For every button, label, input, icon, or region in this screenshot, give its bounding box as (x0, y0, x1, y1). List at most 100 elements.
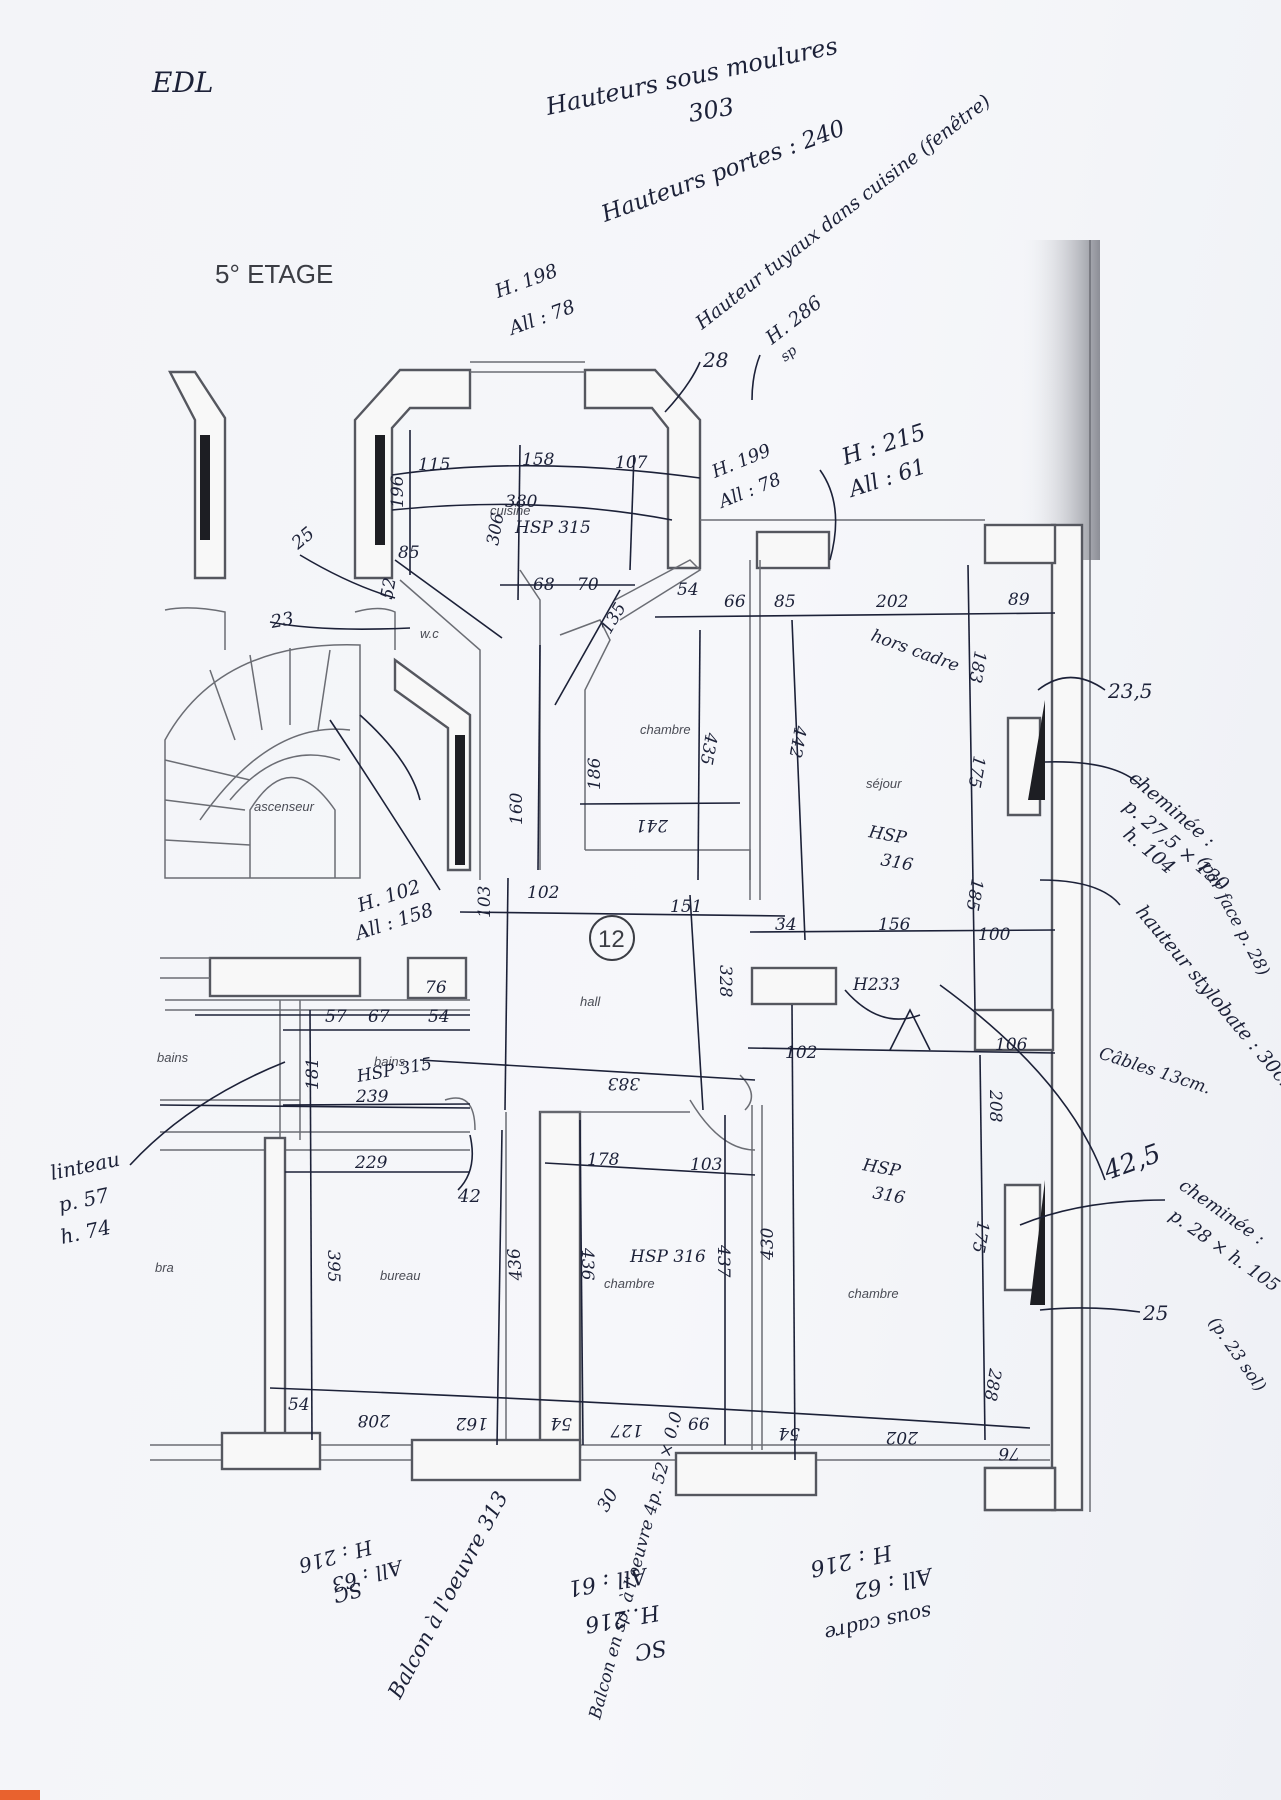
arrow-label-23: 23 (268, 608, 295, 633)
dim-202b: 202 (886, 1427, 919, 1447)
bottom-left-balcony: Balcon à l'oeuvre 313 (383, 1487, 513, 1703)
room-chambre-top: chambre (640, 722, 691, 737)
dim-106: 106 (995, 1035, 1028, 1055)
arrow-label-42: 42 (457, 1186, 481, 1207)
dim-156: 156 (878, 915, 911, 935)
page-shadow (1020, 240, 1100, 560)
room-bains: bains (374, 1054, 406, 1069)
hsp-sejour: HSP (866, 822, 908, 849)
dim-239: 239 (355, 1087, 389, 1107)
hsp-right: HSP (860, 1155, 902, 1182)
room-ascenseur: ascenseur (254, 799, 315, 814)
room-bureau: bureau (380, 1268, 420, 1283)
header-code: EDL (151, 66, 213, 99)
dim-183: 183 (964, 649, 989, 684)
dim-54d: 54 (550, 1413, 572, 1433)
dim-181: 181 (303, 1058, 323, 1090)
dim-208: 208 (985, 1089, 1005, 1123)
arrow-label-28: 28 (702, 348, 728, 372)
arrow-label-25-left: 25 (287, 523, 319, 554)
dim-34: 34 (775, 915, 797, 935)
dim-380: 380 (505, 492, 538, 512)
lintel-title: linteau (48, 1147, 122, 1185)
arrow-label-25: 25 (1142, 1301, 1168, 1325)
dim-76a: 76 (998, 1443, 1020, 1463)
dim-54a: 54 (677, 580, 699, 600)
room-chambre-mid: chambre (604, 1276, 655, 1291)
dim-151: 151 (670, 897, 702, 917)
apartment-number: 12 (598, 926, 625, 953)
fireplace-1-note: (par face p. 28) (1194, 853, 1274, 979)
dim-54e: 54 (778, 1423, 800, 1443)
room-sejour: séjour (866, 776, 902, 791)
fireplace-2-note: (p. 23 sol) (1204, 1313, 1270, 1395)
dim-54b: 54 (428, 1007, 450, 1027)
dim-103b: 103 (690, 1155, 722, 1175)
dim-66a: 66 (724, 592, 746, 612)
room-chambre-right: chambre (848, 1286, 899, 1301)
pipe-height-sp: sp (778, 343, 801, 366)
dim-383: 383 (608, 1073, 640, 1093)
plan-walls (150, 240, 1091, 1512)
room-cuisine: cuisine (490, 503, 530, 518)
dim-102b: 102 (785, 1043, 817, 1063)
dim-66b: 66 (688, 1415, 710, 1435)
lintel-height: h. 74 (58, 1215, 113, 1249)
dim-h233: H233 (852, 975, 900, 995)
bottom-right-note: sous cadre (822, 1600, 934, 1646)
dim-306: 306 (483, 511, 508, 547)
floor-label: 5° ETAGE (215, 259, 333, 289)
dim-175a: 175 (963, 754, 988, 789)
dim-202: 202 (875, 592, 908, 612)
dim-175b: 175 (967, 1219, 992, 1254)
dim-437: 437 (713, 1244, 733, 1278)
dim-288: 288 (979, 1366, 1005, 1403)
hors-cadre: hors cadre (868, 626, 961, 676)
dim-103: 103 (475, 886, 495, 918)
dim-102: 102 (527, 883, 559, 903)
dim-162: 162 (456, 1413, 488, 1433)
annotation-arrows (129, 354, 1166, 1313)
dim-67: 67 (368, 1007, 390, 1027)
dim-160: 160 (507, 792, 527, 825)
dim-208b: 208 (357, 1410, 391, 1430)
room-neighbor-bottom: bra (155, 1260, 174, 1275)
dim-229: 229 (354, 1153, 388, 1173)
dim-178: 178 (587, 1150, 620, 1170)
apartment-badge (589, 915, 635, 961)
dim-52: 52 (377, 576, 400, 601)
dim-185: 185 (961, 877, 986, 912)
dim-395: 395 (323, 1250, 343, 1282)
lintel-depth: p. 57 (56, 1183, 111, 1217)
dim-135: 135 (597, 599, 631, 637)
dim-196: 196 (388, 475, 408, 508)
dim-436b: 436 (577, 1247, 597, 1281)
dim-158: 158 (522, 450, 555, 470)
arrow-label-235: 23,5 (1107, 679, 1153, 703)
bottom-mid-balcony: Balcon en sp. à l'oeuvre 4p. 52 × 0.0 (585, 1409, 687, 1722)
dim-85b: 85 (774, 592, 796, 612)
dim-85a: 85 (398, 543, 420, 563)
dim-57: 57 (325, 1007, 347, 1027)
dim-430: 430 (758, 1227, 778, 1261)
dim-127: 127 (610, 1420, 643, 1440)
dim-76b: 76 (425, 978, 447, 998)
arrow-label-425: 42,5 (1099, 1139, 1165, 1187)
dim-442: 442 (784, 723, 810, 759)
dimension-lines (159, 430, 1056, 1461)
ceiling-height-value: 303 (686, 92, 736, 128)
dim-107: 107 (615, 453, 648, 473)
dim-328: 328 (715, 965, 735, 998)
arrow-label-30: 30 (593, 1485, 623, 1515)
hsp-right-val: 316 (871, 1183, 907, 1208)
dim-115: 115 (418, 455, 450, 475)
dim-186: 186 (585, 757, 605, 790)
kitchen-window-h: H. 198 (491, 260, 560, 303)
corner-strip (0, 1790, 40, 1800)
dim-436: 436 (504, 1247, 527, 1282)
cables-note: Câbles 13cm. (1096, 1044, 1213, 1099)
door-height-note: Hauteurs portes : 240 (597, 115, 848, 228)
hsp-sejour-val: 316 (879, 850, 915, 875)
